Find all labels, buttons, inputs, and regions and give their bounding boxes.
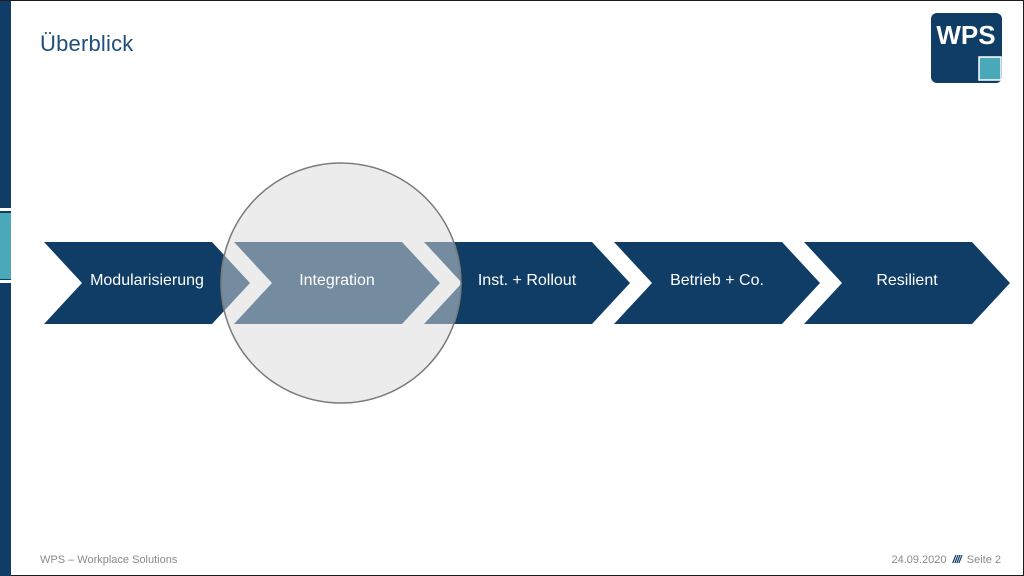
footer-company: WPS – Workplace Solutions — [40, 554, 178, 566]
step-label-integration: Integration — [299, 272, 375, 289]
footer-date: 24.09.2020 — [891, 554, 947, 566]
left-bar-divider-bottom — [0, 280, 11, 283]
step-label-inst-rollout: Inst. + Rollout — [477, 272, 577, 289]
step-label-modularisierung: Modularisierung — [90, 272, 204, 289]
step-label-resilient: Resilient — [876, 272, 938, 289]
logo-text: WPS — [936, 20, 995, 50]
left-bar-highlight — [0, 213, 11, 279]
logo-accent-square — [978, 56, 1002, 81]
wps-logo: WPS — [931, 13, 1002, 83]
footer-separator: //// — [952, 554, 962, 566]
chevron-step-4 — [614, 242, 820, 324]
chevron-step-3 — [424, 242, 630, 324]
step-label-betrieb: Betrieb + Co. — [670, 272, 764, 289]
footer-page-number: Seite 2 — [966, 554, 1001, 566]
left-accent-bar — [0, 1, 11, 576]
left-bar-divider-top — [0, 208, 11, 211]
chevron-step-5 — [804, 242, 1010, 324]
footer-meta: 24.09.2020 //// Seite 2 — [891, 554, 1001, 566]
highlight-circle — [220, 162, 462, 404]
slide-title: Überblick — [40, 31, 134, 56]
chevron-step-1 — [44, 242, 250, 324]
